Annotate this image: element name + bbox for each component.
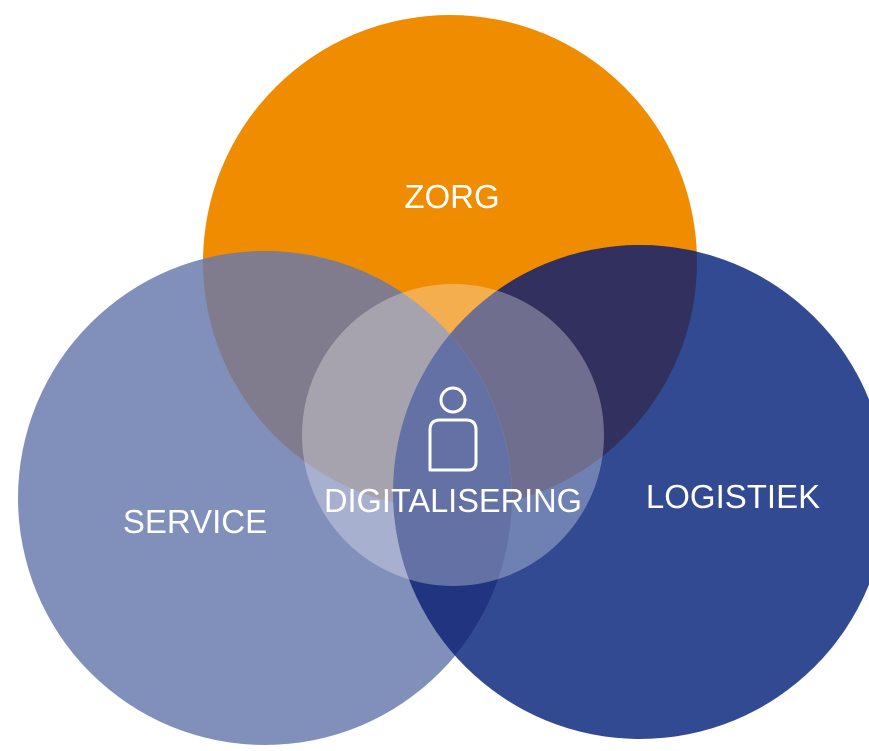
logistiek-label: LOGISTIEK	[646, 478, 820, 515]
person-icon	[428, 386, 478, 472]
zorg-label: ZORG	[404, 178, 499, 215]
digitalisering-circle	[302, 284, 604, 586]
digitalisering-label: DIGITALISERING	[324, 482, 582, 519]
service-label: SERVICE	[123, 503, 267, 540]
